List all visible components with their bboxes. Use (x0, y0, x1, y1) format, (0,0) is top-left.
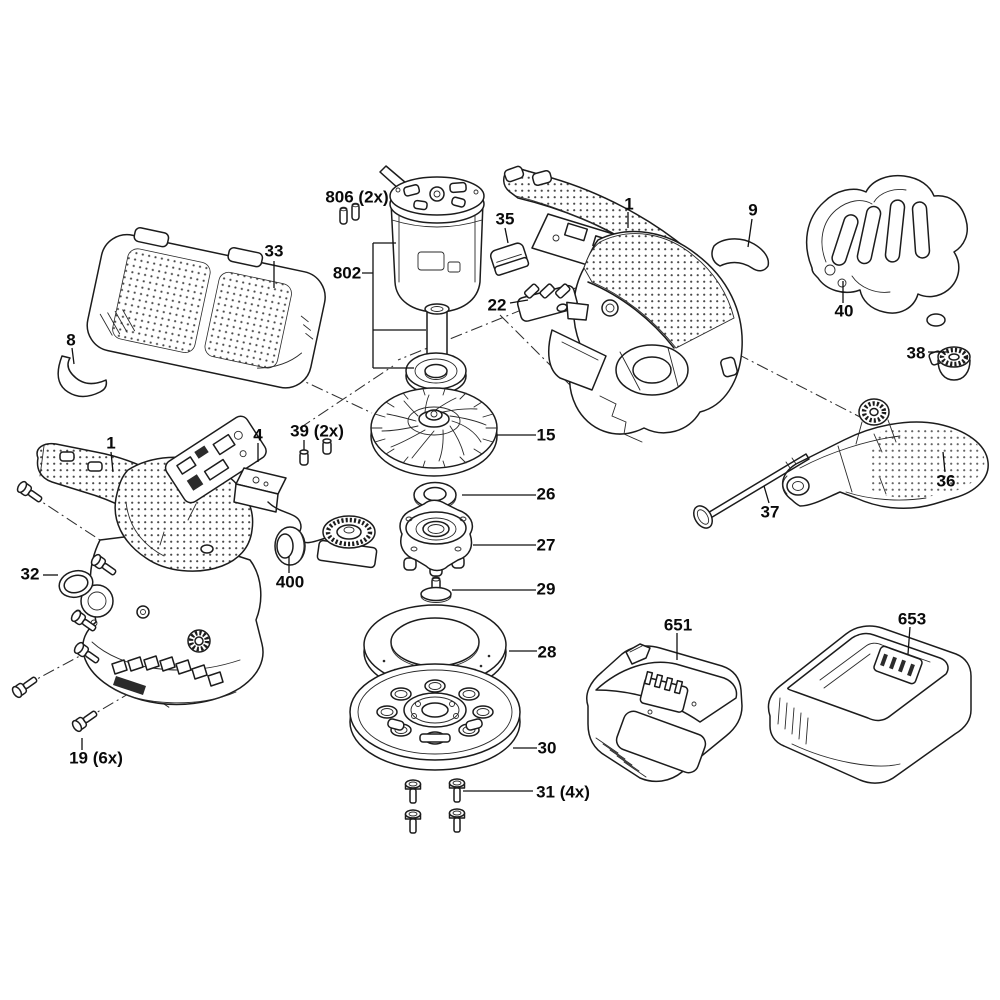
part-label-32: 32 (20, 564, 40, 584)
part-label-1-top: 1 (624, 194, 634, 214)
part-label-653: 653 (897, 609, 927, 629)
part-15-fan-drawing (370, 387, 498, 477)
part-802-motor-drawing (379, 165, 485, 395)
part-32-oring-drawing (58, 569, 94, 599)
part-40-hook-drawing (805, 174, 968, 327)
part-802-spacer-drawing (424, 303, 450, 361)
part-label-4: 4 (253, 425, 263, 445)
part-label-802: 802 (332, 263, 362, 283)
part-651-battery-drawing (586, 643, 743, 783)
part-806-brushes-drawing (339, 202, 360, 225)
part-label-27: 27 (536, 535, 556, 555)
part-31-screws-drawing (404, 778, 466, 834)
part-653-charger-drawing (767, 625, 972, 784)
part-label-35: 35 (495, 209, 515, 229)
part-label-33: 33 (264, 241, 284, 261)
part-30-pad-drawing (349, 663, 521, 771)
part-label-806: 806 (2x) (325, 187, 389, 207)
part-9-flap-drawing (711, 238, 770, 272)
part-label-8: 8 (66, 330, 76, 350)
part-label-651: 651 (663, 615, 693, 635)
part-label-40: 40 (834, 301, 854, 321)
part-label-29: 29 (536, 579, 556, 599)
part-1-housing-drawing (503, 165, 743, 443)
part-label-28: 28 (537, 642, 557, 662)
part-label-39: 39 (2x) (290, 421, 344, 441)
part-19-screws-drawing (11, 480, 117, 733)
part-8-flap-drawing (57, 355, 108, 398)
part-label-37: 37 (760, 502, 780, 522)
part-39-pins-drawing (299, 438, 332, 466)
part-label-22: 22 (487, 295, 507, 315)
part-29-pin-drawing (420, 576, 452, 603)
part-27-hub-drawing (399, 499, 474, 577)
part-33-cover-drawing (86, 227, 326, 389)
part-label-1-left: 1 (106, 433, 116, 453)
part-label-31: 31 (4x) (536, 782, 590, 802)
part-802-bearing-drawing (405, 352, 467, 395)
part-36-handle-drawing (782, 398, 989, 509)
part-label-26: 26 (536, 484, 556, 504)
part-400-roller-drawing (274, 526, 306, 566)
part-label-38: 38 (906, 343, 926, 363)
part-35-button-drawing (489, 242, 530, 276)
part-label-400: 400 (275, 572, 305, 592)
brand-strip (113, 676, 146, 695)
part-37-rod-drawing (693, 453, 810, 529)
part-label-9: 9 (748, 200, 758, 220)
part-label-15: 15 (536, 425, 556, 445)
part-label-19: 19 (6x) (69, 748, 123, 768)
part-4-electronics-drawing (164, 415, 378, 569)
part-label-36: 36 (936, 471, 956, 491)
part-22-bracket-drawing (516, 283, 589, 322)
leader-lines (43, 212, 947, 792)
part-label-30: 30 (537, 738, 557, 758)
